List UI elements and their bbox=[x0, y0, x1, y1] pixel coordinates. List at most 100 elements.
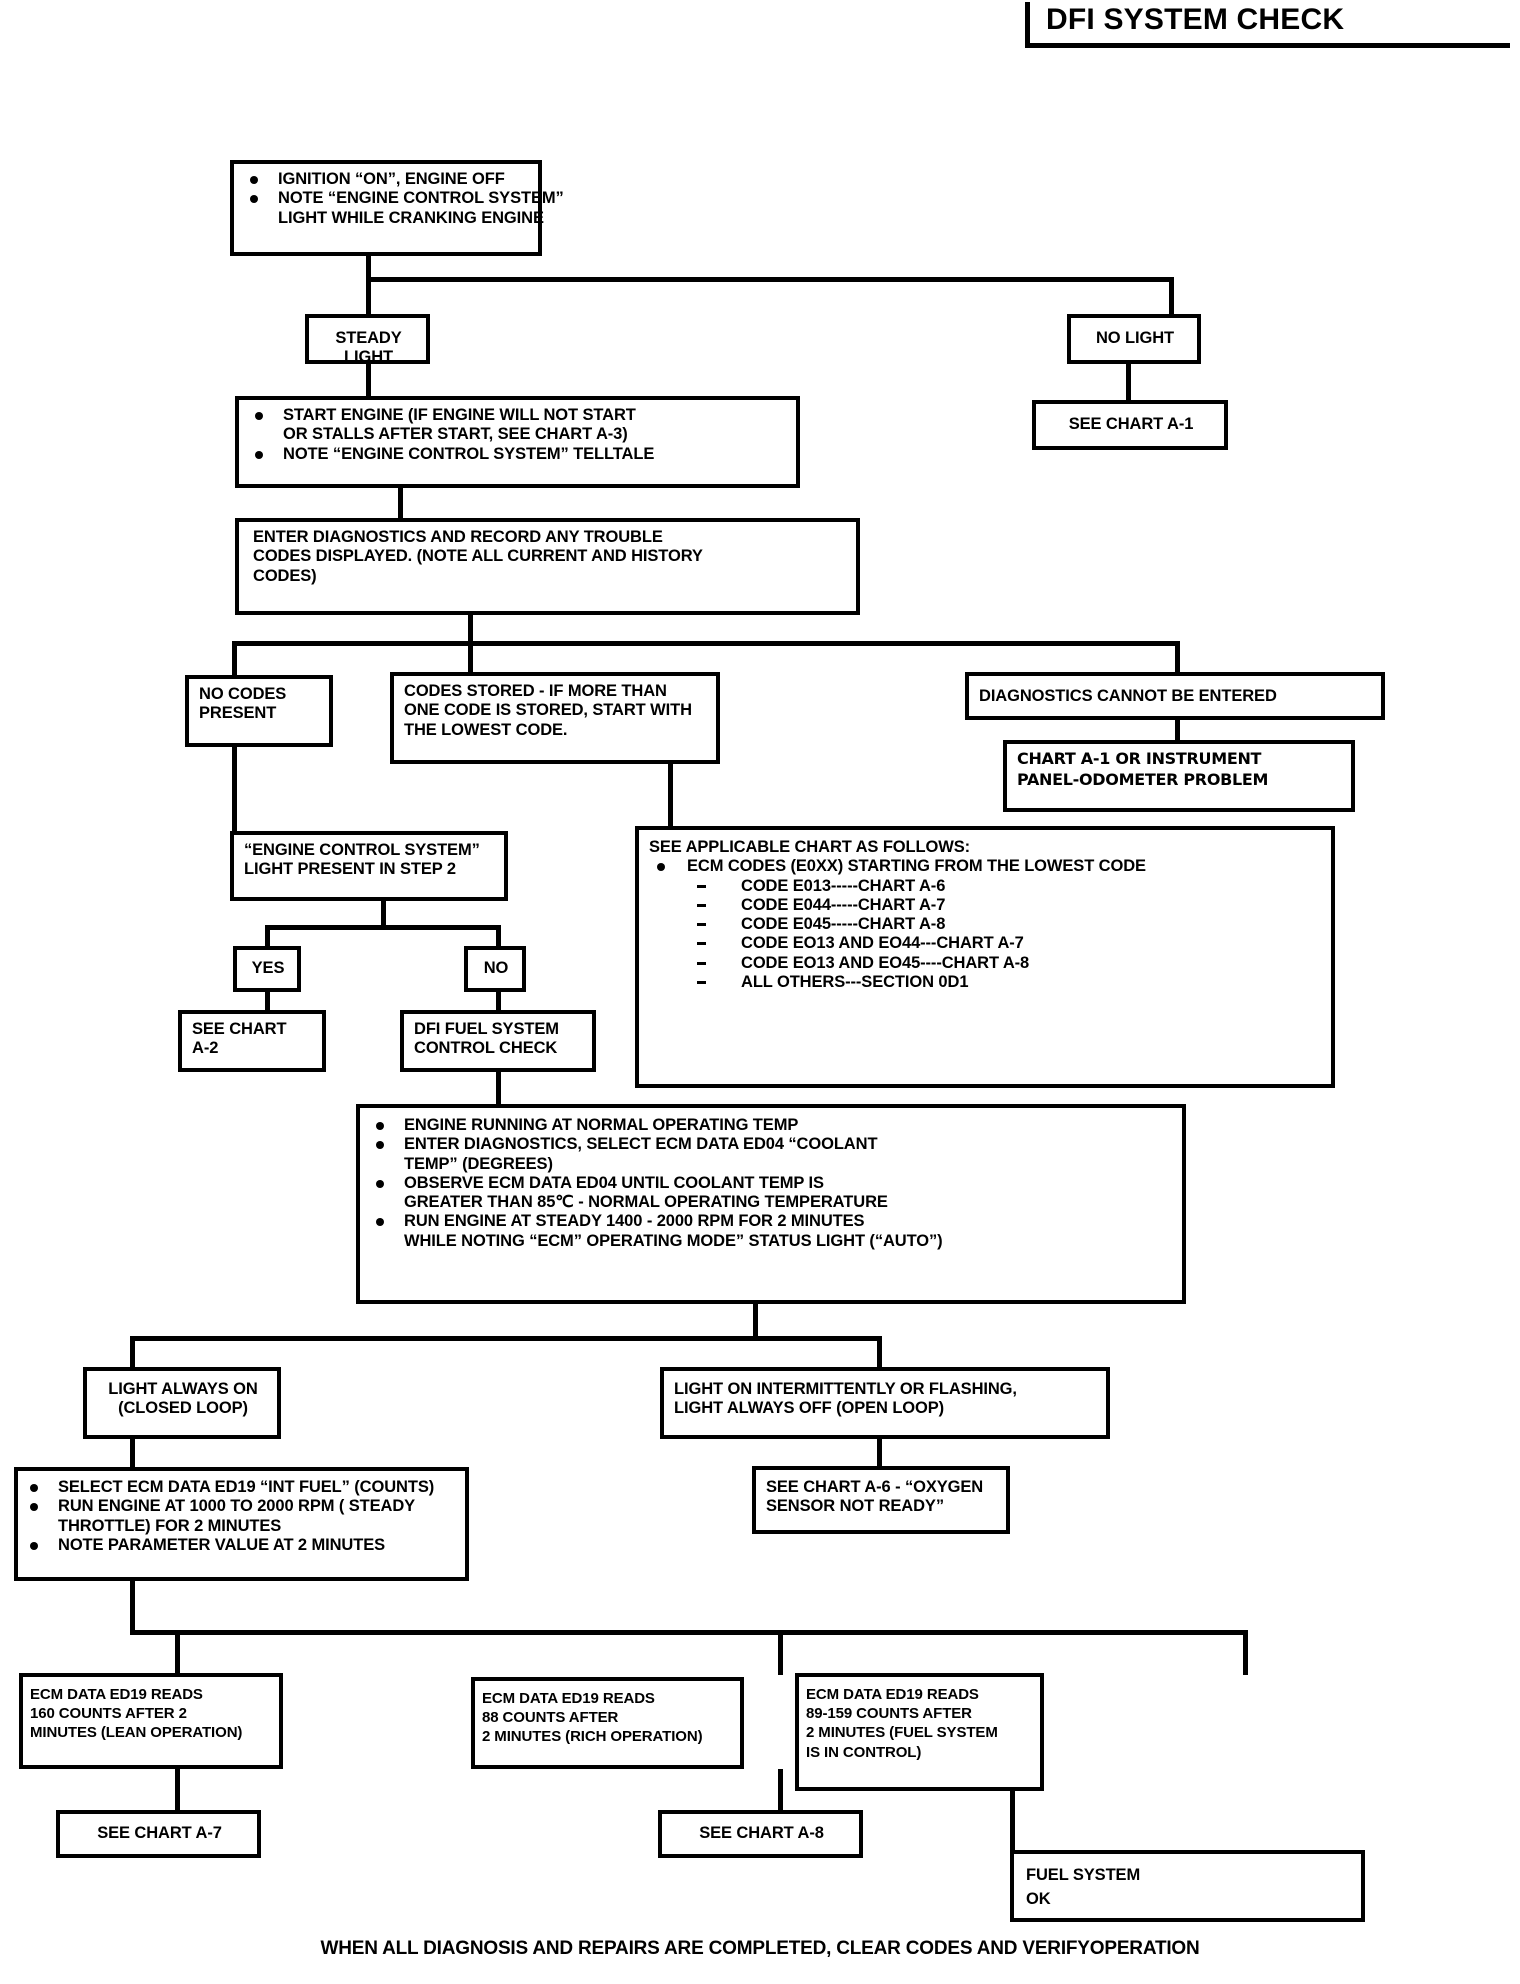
reads-88-text-2: 88 COUNTS AFTER bbox=[482, 1709, 619, 1727]
connector-nolight-to-a1 bbox=[1126, 364, 1131, 402]
engine-running-text-6: RUN ENGINE AT STEADY 1400 - 2000 RPM FOR… bbox=[404, 1212, 865, 1231]
connector-engine-down bbox=[753, 1304, 758, 1340]
connector-closedloop-down bbox=[130, 1336, 135, 1368]
connector-diagcannot-down bbox=[1175, 641, 1180, 677]
applicable-chart-item-text: CODE EO13 AND EO44---CHART A-7 bbox=[741, 934, 1024, 953]
connector-reads89-down bbox=[1243, 1630, 1248, 1675]
node-ecs-light-present: “ENGINE CONTROL SYSTEM” LIGHT PRESENT IN… bbox=[230, 831, 508, 901]
applicable-chart-item-text: CODE EO13 AND EO45----CHART A-8 bbox=[741, 953, 1030, 972]
connector-start-split bbox=[366, 277, 1174, 282]
bullet-dot bbox=[657, 863, 665, 872]
bullet-dot bbox=[255, 450, 263, 459]
node-diagnostics-cannot-be-entered: DIAGNOSTICS CANNOT BE ENTERED bbox=[965, 672, 1385, 720]
node-steady-light: STEADY LIGHT bbox=[305, 314, 430, 367]
applicable-chart-item-text: ALL OTHERS---SECTION 0D1 bbox=[741, 973, 969, 992]
fuel-system-ok-text-1: FUEL SYSTEM bbox=[1026, 1866, 1141, 1884]
start-engine-line-3: NOTE “ENGINE CONTROL SYSTEM” TELLTALE bbox=[249, 445, 788, 464]
start-text-2: NOTE “ENGINE CONTROL SYSTEM” bbox=[278, 189, 564, 208]
node-see-chart-a2: SEE CHART A-2 bbox=[178, 1010, 326, 1072]
reads-89-text-4: IS IN CONTROL) bbox=[806, 1743, 922, 1761]
connector-closedloop-to-ed19 bbox=[130, 1439, 135, 1471]
engine-running-text-4: OBSERVE ECM DATA ED04 UNTIL COOLANT TEMP… bbox=[404, 1173, 824, 1192]
page-title: DFI SYSTEM CHECK bbox=[1046, 3, 1345, 36]
dfi-fuel-text-1: DFI FUEL SYSTEM bbox=[414, 1020, 559, 1038]
node-start-engine: START ENGINE (IF ENGINE WILL NOT START O… bbox=[235, 396, 800, 488]
title-frame: DFI SYSTEM CHECK bbox=[1025, 2, 1510, 48]
chart-a1-instrument-text-1: CHART A-1 OR INSTRUMENT bbox=[1017, 749, 1262, 768]
steady-light-label: STEADY LIGHT bbox=[335, 329, 402, 367]
bullet-dot bbox=[376, 1122, 384, 1130]
light-always-on-text-2: (CLOSED LOOP) bbox=[118, 1399, 248, 1418]
applicable-chart-item: CODE EO13 AND EO45----CHART A-8 bbox=[649, 954, 1323, 973]
start-text-1: IGNITION “ON”, ENGINE OFF bbox=[278, 170, 505, 188]
engine-running-line-2: ENTER DIAGNOSTICS, SELECT ECM DATA ED04 … bbox=[370, 1135, 1174, 1154]
start-text-3: LIGHT WHILE CRANKING ENGINE bbox=[278, 208, 544, 227]
light-always-on-text-1: LIGHT ALWAYS ON bbox=[108, 1380, 258, 1398]
applicable-chart-bullet-text: ECM CODES (E0XX) STARTING FROM THE LOWES… bbox=[687, 857, 1146, 876]
start-engine-text-2: OR STALLS AFTER START, SEE CHART A-3) bbox=[283, 425, 628, 444]
node-select-ecm-ed19: SELECT ECM DATA ED19 “INT FUEL” (COUNTS)… bbox=[14, 1467, 469, 1581]
connector-ed19-down bbox=[130, 1581, 135, 1633]
diag-cannot-label: DIAGNOSTICS CANNOT BE ENTERED bbox=[979, 687, 1277, 705]
enter-diag-text-3: CODES) bbox=[253, 566, 317, 585]
codes-stored-text-3: THE LOWEST CODE. bbox=[404, 720, 568, 739]
connector-openloop-down bbox=[877, 1336, 882, 1368]
connector-nocodes-to-ecs bbox=[232, 747, 237, 834]
node-dfi-fuel-system-control-check: DFI FUEL SYSTEM CONTROL CHECK bbox=[400, 1010, 596, 1072]
connector-ecs-down bbox=[381, 901, 386, 929]
node-codes-stored: CODES STORED - IF MORE THAN ONE CODE IS … bbox=[390, 672, 720, 764]
connector-codes-split bbox=[232, 641, 1180, 646]
applicable-chart-item: CODE EO13 AND EO44---CHART A-7 bbox=[649, 934, 1323, 953]
connector-enterdiag-down bbox=[468, 615, 473, 644]
ed19-text-3: THROTTLE) FOR 2 MINUTES bbox=[58, 1516, 282, 1535]
applicable-chart-item: CODE E045-----CHART A-8 bbox=[649, 915, 1323, 934]
ed19-line-1: SELECT ECM DATA ED19 “INT FUEL” (COUNTS) bbox=[26, 1478, 459, 1497]
engine-running-text-1: ENGINE RUNNING AT NORMAL OPERATING TEMP bbox=[404, 1116, 799, 1134]
connector-start-down bbox=[366, 256, 371, 314]
applicable-chart-item: ALL OTHERS---SECTION 0D1 bbox=[649, 973, 1323, 992]
bullet-dot bbox=[376, 1218, 384, 1227]
dash-marker bbox=[697, 903, 706, 907]
no-codes-text-2: PRESENT bbox=[199, 704, 277, 723]
see-chart-a2-text-1: SEE CHART bbox=[192, 1020, 287, 1038]
node-yes: YES bbox=[233, 946, 301, 992]
connector-codesstored-down bbox=[468, 641, 473, 677]
codes-stored-text-1: CODES STORED - IF MORE THAN bbox=[404, 682, 667, 700]
yes-label: YES bbox=[251, 959, 285, 977]
node-light-intermittent: LIGHT ON INTERMITTENTLY OR FLASHING, LIG… bbox=[660, 1367, 1110, 1439]
fuel-system-ok-text-2: OK bbox=[1026, 1889, 1051, 1908]
ed19-text-1: SELECT ECM DATA ED19 “INT FUEL” (COUNTS) bbox=[58, 1478, 435, 1496]
node-no-codes-present: NO CODES PRESENT bbox=[185, 675, 333, 747]
start-engine-text-3: NOTE “ENGINE CONTROL SYSTEM” TELLTALE bbox=[283, 444, 655, 463]
node-see-chart-a1: SEE CHART A-1 bbox=[1032, 400, 1228, 450]
start-line-2: NOTE “ENGINE CONTROL SYSTEM” bbox=[244, 189, 564, 208]
engine-running-text-3: TEMP” (DEGREES) bbox=[404, 1154, 553, 1173]
reads-160-text-3: MINUTES (LEAN OPERATION) bbox=[30, 1724, 243, 1742]
connector-nocodes-down bbox=[232, 641, 237, 677]
reads-160-text-2: 160 COUNTS AFTER 2 bbox=[30, 1705, 187, 1723]
bullet-dot bbox=[376, 1141, 384, 1150]
connector-no-down bbox=[496, 925, 501, 951]
ecs-light-text-1: “ENGINE CONTROL SYSTEM” bbox=[244, 841, 480, 859]
codes-stored-text-2: ONE CODE IS STORED, START WITH bbox=[404, 701, 692, 720]
connector-yes-down bbox=[265, 925, 270, 951]
applicable-chart-item: CODE E013-----CHART A-6 bbox=[649, 877, 1323, 896]
bullet-dot bbox=[30, 1503, 38, 1512]
node-see-chart-a6-oxygen: SEE CHART A-6 - “OXYGEN SENSOR NOT READY… bbox=[752, 1466, 1010, 1534]
engine-running-line-1: ENGINE RUNNING AT NORMAL OPERATING TEMP bbox=[370, 1116, 1174, 1135]
see-chart-a8-label: SEE CHART A-8 bbox=[699, 1824, 824, 1842]
reads-88-text-3: 2 MINUTES (RICH OPERATION) bbox=[482, 1728, 703, 1746]
reads-89-text-3: 2 MINUTES (FUEL SYSTEM bbox=[806, 1724, 998, 1742]
no-light-label: NO LIGHT bbox=[1095, 329, 1175, 347]
ed19-text-4: NOTE PARAMETER VALUE AT 2 MINUTES bbox=[58, 1535, 386, 1554]
applicable-chart-item-text: CODE E045-----CHART A-8 bbox=[741, 915, 946, 934]
dfi-fuel-text-2: CONTROL CHECK bbox=[414, 1039, 558, 1058]
start-line-1: IGNITION “ON”, ENGINE OFF bbox=[244, 170, 530, 189]
see-chart-a2-text-2: A-2 bbox=[192, 1039, 219, 1058]
node-see-chart-a8: SEE CHART A-8 bbox=[658, 1810, 863, 1858]
connector-dfi-to-engine-running bbox=[496, 1072, 501, 1108]
node-no-light: NO LIGHT bbox=[1067, 314, 1201, 364]
reads-89-text-2: 89-159 COUNTS AFTER bbox=[806, 1705, 972, 1723]
connector-reads160-down bbox=[175, 1630, 180, 1675]
connector-reads89-to-ok bbox=[1010, 1791, 1015, 1852]
